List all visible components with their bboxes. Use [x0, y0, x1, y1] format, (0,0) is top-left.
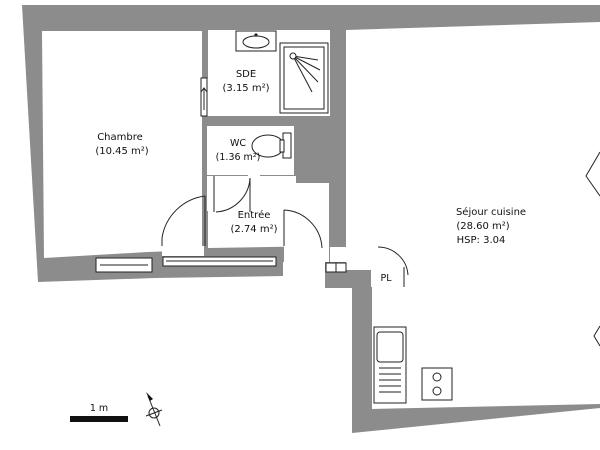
- windows: [95, 256, 347, 273]
- label-entree-area: (2.74 m²): [231, 224, 278, 235]
- label-sejour-area: (28.60 m²): [456, 221, 509, 232]
- doors: [161, 77, 600, 347]
- room-entree: [208, 176, 329, 248]
- door-chambre: [161, 195, 206, 246]
- compass-icon: [145, 392, 163, 427]
- sink-icon: [235, 30, 277, 52]
- label-chambre-name: Chambre: [97, 132, 143, 143]
- door-entree: [283, 209, 323, 249]
- fixtures: [235, 30, 453, 404]
- door-placard: [377, 246, 409, 276]
- labels: Chambre (10.45 m²) SDE (3.15 m²) WC (1.3…: [95, 69, 526, 284]
- scale-label: 1 m: [90, 403, 108, 414]
- toilet-icon: [251, 132, 292, 159]
- kitchen-sink-icon: [373, 326, 407, 404]
- label-sde-area: (3.15 m²): [223, 83, 270, 94]
- label-entree-name: Entrée: [238, 209, 271, 221]
- label-placard: PL: [380, 273, 392, 284]
- label-wc-area: (1.36 m²): [216, 152, 261, 163]
- label-sejour-name: Séjour cuisine: [456, 206, 526, 218]
- label-wc-name: WC: [230, 138, 246, 149]
- label-sde-name: SDE: [236, 69, 256, 80]
- room-chambre: [42, 31, 202, 258]
- room-sejour: [346, 22, 600, 409]
- scale-bar: 1 m: [70, 403, 128, 422]
- door-sejour-right: [585, 151, 600, 197]
- room-placard: [371, 267, 407, 287]
- label-sejour-height: HSP: 3.04: [457, 235, 506, 246]
- stove-icon: [421, 367, 453, 401]
- door-wc: [215, 177, 251, 213]
- shower-icon: [279, 42, 329, 114]
- label-chambre-area: (10.45 m²): [95, 146, 148, 157]
